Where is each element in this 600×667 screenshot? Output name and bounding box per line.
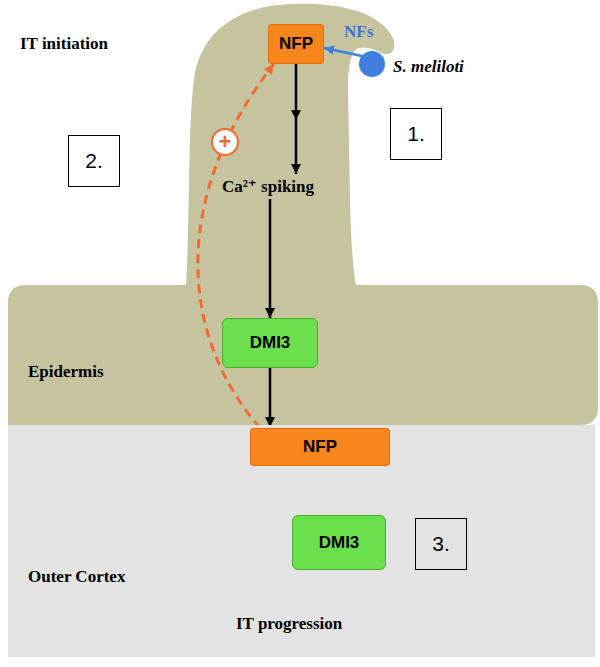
- node-text: 3.: [432, 532, 450, 556]
- process-text: IT progression: [236, 614, 342, 634]
- plus-circle: +: [211, 128, 239, 156]
- signal-arrow: [295, 64, 298, 174]
- node-text: +: [219, 131, 232, 153]
- signal-arrow: [269, 368, 272, 427]
- node-text: 1.: [407, 122, 425, 146]
- node-text: NFP: [303, 437, 337, 457]
- callout-box: 3.: [415, 518, 467, 570]
- receptor-box: NFP: [268, 24, 324, 64]
- callout-box: 1.: [390, 108, 442, 160]
- callout-box: 2.: [68, 135, 120, 187]
- node-text: Epidermis: [28, 362, 104, 382]
- node-text: DMI3: [319, 533, 360, 553]
- node-text: DMI3: [250, 333, 291, 353]
- epidermis-region: Epidermis NFP Ca²⁺ spikingDMI3: [8, 0, 598, 425]
- node-text: Outer Cortex: [28, 567, 125, 587]
- node-text: S. meliloti: [393, 57, 464, 77]
- node-text: 2.: [85, 149, 103, 173]
- cortex-region: Outer Cortex NFP DMI3 3. IT progression: [8, 425, 595, 657]
- node-text: Ca²⁺ spiking: [222, 177, 314, 196]
- process-text: Ca²⁺ spiking: [222, 176, 314, 197]
- feedback-arrow: [198, 64, 274, 428]
- bacterium-circle: S. meliloti: [359, 51, 385, 77]
- edge-label: NFs: [344, 22, 373, 42]
- node-text: NFP: [279, 34, 313, 54]
- figure-label: IT initiation: [20, 34, 108, 54]
- signal-arrow: [269, 199, 272, 318]
- signal-arrow: [324, 48, 362, 56]
- receptor-box: NFP: [250, 428, 390, 466]
- kinase-box: DMI3: [222, 318, 318, 368]
- node-text: IT progression: [236, 614, 342, 633]
- kinase-box: DMI3: [292, 515, 386, 570]
